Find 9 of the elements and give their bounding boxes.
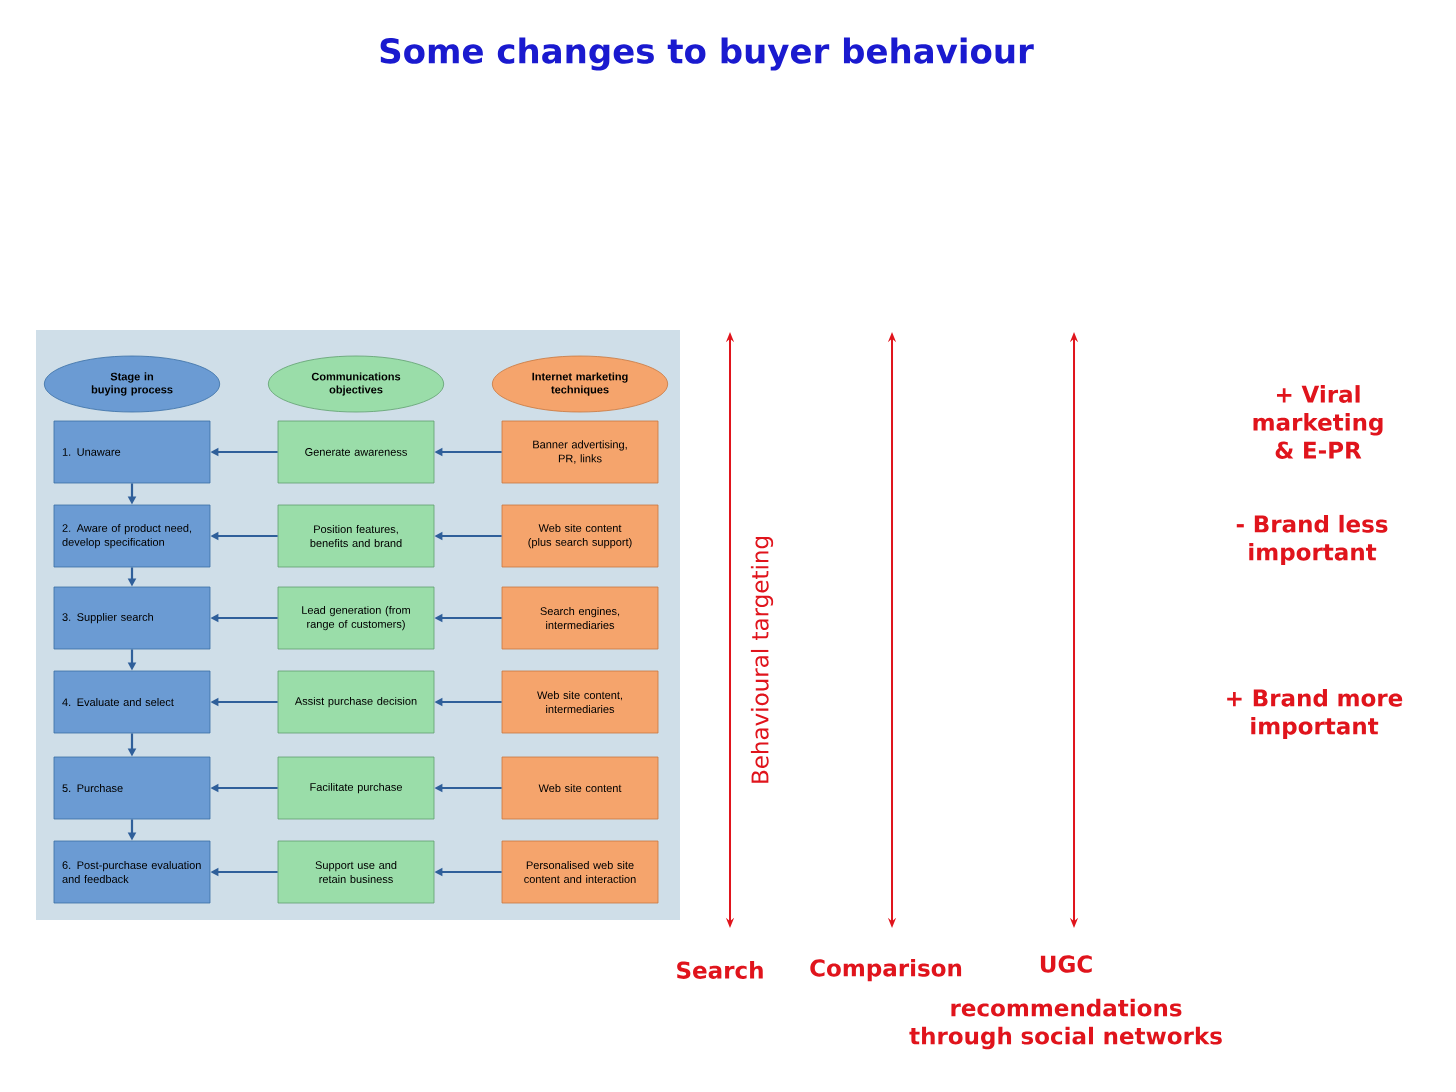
axis-label: Search xyxy=(677,961,763,979)
axis-label: Comparison xyxy=(810,958,962,982)
axis-label: recommendations through social networks xyxy=(909,998,1222,1050)
title: Some changes to buyer behaviour xyxy=(380,37,1034,71)
note: + Viral marketing & E-PR xyxy=(1253,385,1383,459)
note: + Brand more important xyxy=(1227,688,1403,740)
note: - Brand less important xyxy=(1236,514,1388,566)
axis-label: UGC xyxy=(1040,955,1092,973)
rotated-label: Behavioural targeting xyxy=(750,537,774,783)
